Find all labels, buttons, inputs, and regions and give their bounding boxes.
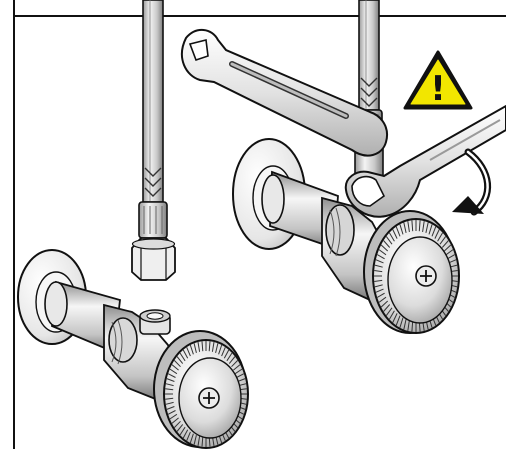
warning-symbol: !: [430, 69, 446, 109]
knurl-tick: [388, 232, 395, 242]
knurl-tick: [399, 317, 404, 328]
warning-icon: !: [403, 50, 473, 110]
knurl-tick: [388, 310, 395, 320]
knurl-tick: [171, 417, 179, 424]
knurl-tick: [437, 232, 444, 242]
knurl-tick: [231, 360, 239, 368]
knurl-tick: [374, 284, 383, 288]
knurl-tick: [179, 426, 186, 436]
knurl-tick: [189, 344, 194, 355]
knurl-tick: [182, 349, 189, 359]
knurl-tick: [166, 378, 175, 382]
knurl-tick: [374, 279, 383, 282]
knurl-tick: [374, 270, 383, 273]
knurl-tick: [182, 429, 189, 439]
knurl-tick: [197, 341, 201, 352]
knurl-tick: [179, 352, 186, 362]
knurl-tick: [233, 364, 241, 371]
knurl-tick: [228, 356, 236, 364]
right-valve-knob: [363, 210, 460, 334]
knurl-tick: [392, 313, 398, 323]
knurl-tick: [169, 413, 178, 420]
knurl-tick: [165, 388, 174, 391]
left-hose-nut: [131, 237, 176, 281]
knurl-tick: [193, 343, 197, 354]
knurl-tick: [201, 436, 204, 447]
knurl-tick: [171, 364, 179, 371]
knurl-tick: [186, 347, 191, 357]
knurl-tick: [211, 341, 215, 352]
knurl-tick: [403, 222, 407, 234]
knurl-tick: [443, 244, 452, 252]
knurl-tick: [189, 433, 194, 444]
knurl-tick: [428, 224, 433, 235]
knurl-tick: [226, 352, 233, 362]
knurl-tick: [234, 368, 243, 375]
knurl-tick: [375, 259, 384, 264]
knurl-tick: [385, 236, 393, 245]
knurl-tick: [407, 320, 410, 331]
knurl-tick: [176, 356, 184, 364]
knurl-tick: [165, 401, 174, 405]
knurl-tick: [383, 304, 391, 312]
knurl-tick: [165, 397, 174, 400]
knurl-tick: [399, 224, 404, 235]
knurl-tick: [186, 431, 191, 441]
knurl-tick: [167, 373, 176, 378]
knurl-tick: [169, 368, 178, 375]
knurl-tick: [376, 254, 385, 260]
frame-lines: [13, 0, 506, 449]
knurl-tick: [218, 344, 223, 355]
tighten-rotation-arrow: [452, 148, 491, 216]
knurl-tick: [223, 349, 230, 359]
knurl-tick: [434, 229, 440, 239]
knurl-tick: [395, 226, 401, 237]
knurl-tick: [392, 229, 398, 239]
knurl-tick: [445, 249, 454, 256]
knurl-tick: [403, 318, 407, 330]
knurl-tick: [176, 424, 184, 432]
knurl-tick: [376, 292, 385, 298]
knurl-tick: [374, 264, 383, 268]
knurl-tick: [395, 315, 401, 326]
knurl-tick: [166, 406, 175, 410]
knurl-tick: [197, 436, 201, 447]
knurl-tick: [165, 383, 174, 387]
knurl-tick: [375, 288, 384, 293]
left-supply-hose: [138, 0, 168, 239]
knurl-tick: [167, 410, 176, 415]
knurl-tick: [208, 341, 211, 352]
lower-wrench: [344, 104, 506, 218]
knurl-tick: [173, 360, 181, 368]
knurl-tick: [425, 222, 429, 234]
knurl-tick: [193, 434, 197, 445]
right-valve-stub-pipe: [261, 170, 339, 250]
knurl-tick: [236, 373, 245, 378]
knurl-tick: [418, 220, 421, 232]
knurl-tick: [221, 347, 226, 357]
knurl-tick: [431, 226, 437, 237]
knurl-tick: [411, 220, 414, 232]
knurl-tick: [441, 240, 449, 248]
knurl-tick: [380, 244, 389, 252]
knurl-tick: [383, 240, 391, 248]
knurl-tick: [201, 341, 204, 352]
knurl-tick: [385, 307, 393, 316]
knurl-tick: [215, 343, 219, 354]
knurl-tick: [422, 221, 425, 232]
knurl-tick: [380, 300, 389, 308]
knurl-tick: [447, 254, 456, 260]
knurl-tick: [407, 221, 410, 232]
left-valve-knob: [153, 330, 249, 449]
knurl-tick: [378, 249, 387, 256]
knurl-tick: [378, 296, 387, 303]
upper-wrench: [181, 29, 388, 157]
knurl-tick: [173, 420, 181, 428]
knurl-tick: [439, 236, 447, 245]
